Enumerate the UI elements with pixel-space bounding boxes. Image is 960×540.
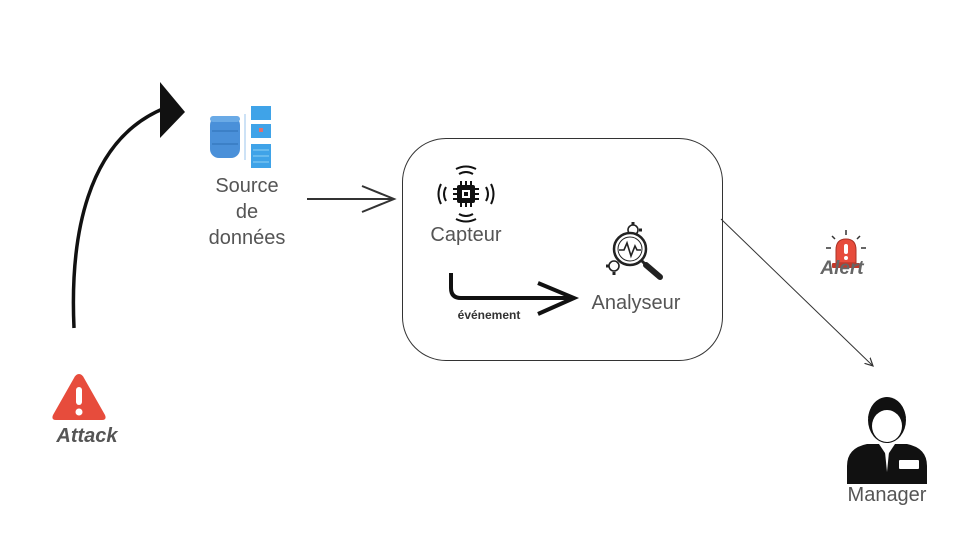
magnifier-analysis-icon [606, 222, 663, 280]
source-label-line1: Source [215, 175, 279, 197]
source-label-line2: de [235, 201, 259, 223]
evenement-label: événement [457, 308, 521, 322]
manager-person-icon [847, 397, 927, 484]
sensor-chip-icon [437, 165, 495, 223]
source-to-capteur-arrow [307, 185, 397, 213]
alert-arrow [720, 218, 873, 366]
ids-container [402, 138, 723, 361]
capteur-label: Capteur [430, 224, 502, 246]
source-label: Source de données [192, 173, 302, 251]
evenement-arrow [449, 273, 580, 316]
alert-label: Alert [820, 258, 864, 279]
alarm-siren-icon [826, 230, 866, 268]
attack-arrow [71, 82, 185, 329]
warning-triangle-icon [52, 374, 106, 420]
attack-label: Attack [56, 425, 118, 447]
database-icon [210, 106, 271, 168]
manager-label: Manager [847, 484, 927, 506]
source-label-line3: données [208, 227, 286, 249]
analyseur-label: Analyseur [591, 292, 681, 314]
